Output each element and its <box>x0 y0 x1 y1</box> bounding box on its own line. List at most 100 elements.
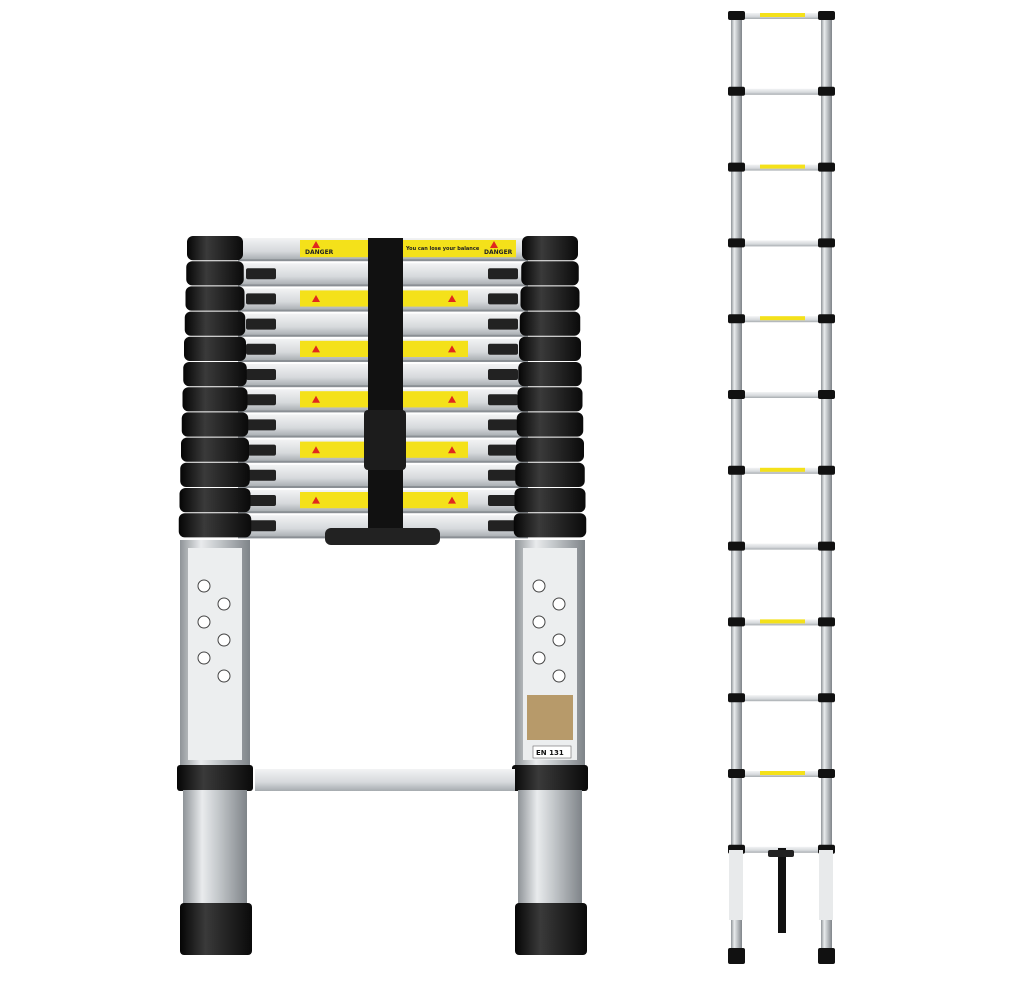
rung-end-cap <box>818 86 835 96</box>
rung-lock-button <box>246 343 276 355</box>
rung-end-cap <box>818 465 835 475</box>
warning-label <box>760 771 805 775</box>
stile-collar-left <box>181 412 249 437</box>
safety-sticker <box>819 850 833 920</box>
warning-triangle-icon <box>448 395 456 403</box>
pictogram-icon <box>197 579 211 593</box>
carry-handle <box>325 528 440 545</box>
stile-collar-left <box>182 387 248 412</box>
bottom-rung <box>255 769 515 791</box>
stile-collar-right <box>516 437 584 462</box>
tube-collar <box>177 765 253 791</box>
stile-right <box>821 12 832 962</box>
rung <box>741 240 822 247</box>
rung-end-cap <box>818 314 835 324</box>
stile-collar-right <box>519 311 581 336</box>
rung-end-cap <box>728 390 745 399</box>
rung-lock-button <box>246 268 276 280</box>
warning-triangle-icon <box>312 241 320 248</box>
stile-collar-left <box>178 513 252 538</box>
stile-collar-left <box>179 488 251 513</box>
rung-end-cap <box>818 390 835 399</box>
pictogram-icon <box>552 633 566 647</box>
stile-collar-right <box>516 412 584 437</box>
danger-label-text: DANGER <box>305 249 334 256</box>
rung-end-cap <box>728 11 745 20</box>
stile-left <box>731 12 742 962</box>
pictogram-icon <box>552 597 566 611</box>
rung-end-cap <box>728 162 745 172</box>
safety-sticker <box>188 548 242 760</box>
stile-collar-left <box>185 286 245 311</box>
rung-lock-button <box>246 495 276 506</box>
rung-end-cap <box>818 541 835 551</box>
stile-collar-right <box>522 236 578 261</box>
rung-end-cap <box>818 11 835 20</box>
pictogram-icon <box>217 669 231 683</box>
rung-end-cap <box>728 693 745 703</box>
pictogram-icon <box>217 633 231 647</box>
stile-collar-right <box>517 387 583 412</box>
warning-label <box>760 467 805 472</box>
rung-end-cap <box>728 617 745 627</box>
rung-lock-button <box>488 343 518 355</box>
rung-lock-button <box>488 318 518 330</box>
warning-triangle-icon <box>448 295 456 302</box>
warning-triangle-icon <box>448 446 456 454</box>
stile-collar-right <box>521 261 579 286</box>
stile-collar-left <box>181 437 249 462</box>
warning-triangle-icon <box>312 496 320 504</box>
warning-label <box>300 240 516 258</box>
rung-lock-button <box>246 419 276 431</box>
foot-cap <box>180 903 252 955</box>
extended-ladder <box>728 11 835 964</box>
rung-lock-button <box>246 394 276 406</box>
pictogram-icon <box>217 597 231 611</box>
stile-collar-right <box>518 362 582 387</box>
sticker-photo <box>527 695 573 740</box>
stile-collar-right <box>514 488 586 513</box>
stile-collar-right <box>515 462 585 487</box>
rung <box>741 543 822 550</box>
pictogram-icon <box>552 669 566 683</box>
rung-end-cap <box>728 314 745 324</box>
strap-buckle <box>364 410 406 470</box>
rung-lock-button <box>488 469 518 481</box>
rung-lock-button <box>488 419 518 431</box>
warning-label <box>760 164 805 169</box>
strap <box>778 848 786 933</box>
rung-end-cap <box>818 693 835 703</box>
rung-lock-button <box>488 293 518 305</box>
rung-lock-button <box>488 495 518 506</box>
rung-lock-button <box>488 268 518 280</box>
warning-triangle-icon <box>312 446 320 454</box>
rung-end-cap <box>728 465 745 475</box>
rung-end-cap <box>728 86 745 96</box>
certification-sticker <box>532 745 572 759</box>
lower-tube <box>183 790 247 908</box>
safety-sticker <box>729 850 743 920</box>
rung-end-cap <box>818 769 835 778</box>
tube-collar <box>512 765 588 791</box>
warning-label <box>760 13 805 17</box>
rung-lock-button <box>246 318 276 330</box>
rung-end-cap <box>818 617 835 627</box>
warning-label <box>760 619 805 624</box>
pictogram-icon <box>197 651 211 665</box>
collapsed-ladder <box>177 236 588 955</box>
rung-lock-button <box>488 444 518 456</box>
pictogram-icon <box>197 615 211 629</box>
foot-cap <box>728 948 745 964</box>
rung-lock-button <box>246 469 276 481</box>
rung-lock-button <box>488 394 518 406</box>
stile-collar-right <box>520 286 580 311</box>
rung <box>741 88 822 95</box>
certification-label: EN 131 <box>536 749 564 757</box>
rung <box>741 695 822 702</box>
rung-lock-button <box>246 444 276 456</box>
stile-collar-right <box>519 336 581 361</box>
pictogram-icon <box>532 615 546 629</box>
rung-end-cap <box>728 238 745 248</box>
foot-cap <box>515 903 587 955</box>
pictogram-icon <box>532 579 546 593</box>
